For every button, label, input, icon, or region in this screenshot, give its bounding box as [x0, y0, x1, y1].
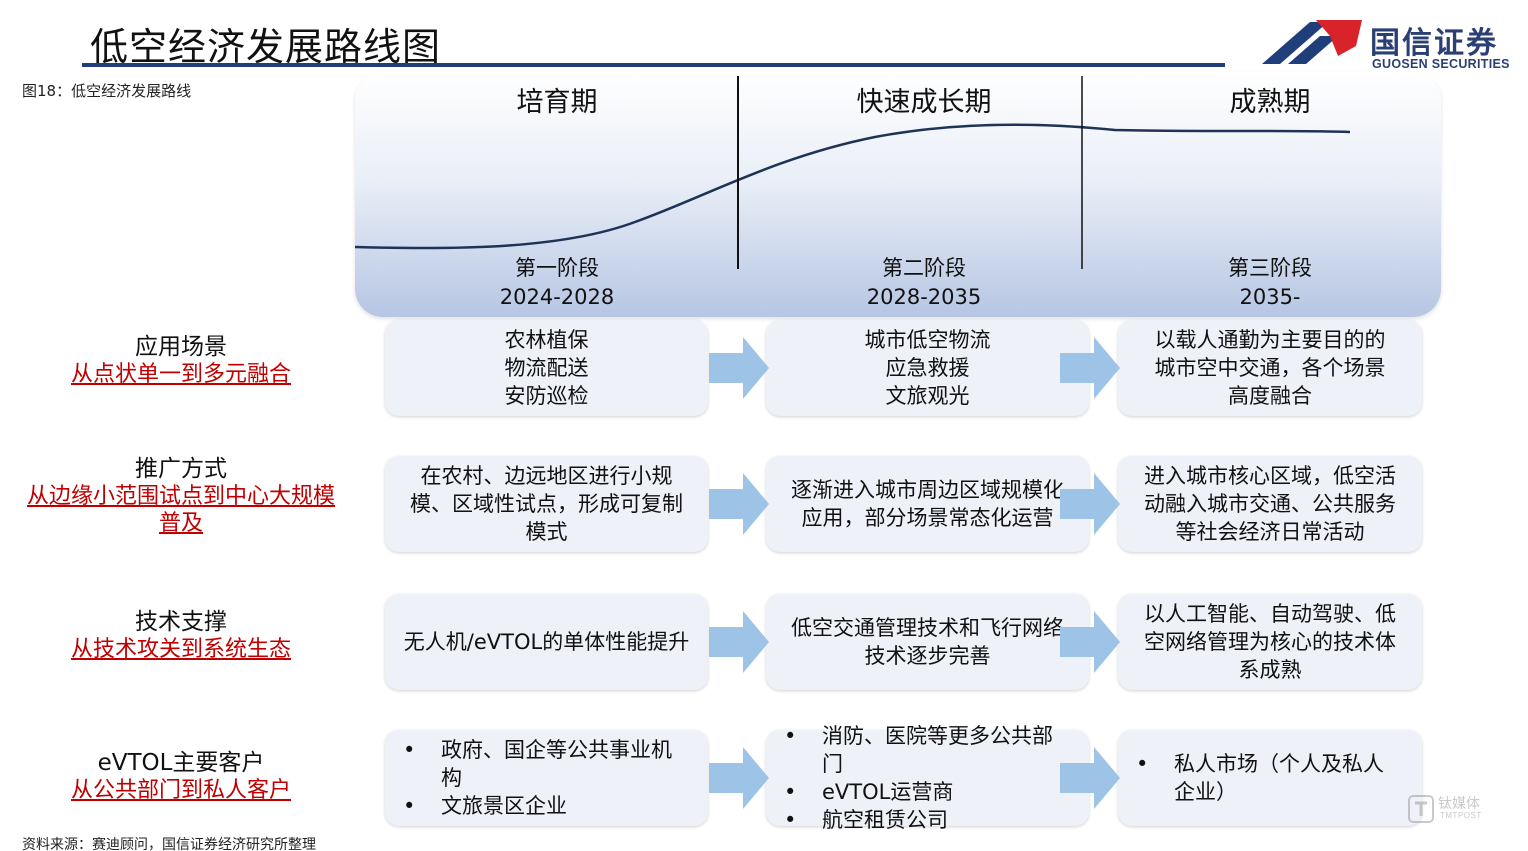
card-line: 以载人通勤为主要目的的: [1154, 328, 1386, 352]
card-promotion-phase-3: 进入城市核心区域，低空活动融入城市交通、公共服务等社会经济日常活动: [1118, 456, 1422, 552]
source-note: 资料来源：赛迪顾问，国信证券经济研究所整理: [22, 837, 316, 851]
page-title: 低空经济发展路线图: [90, 25, 442, 69]
bullet-item: eVTOL运营商: [784, 778, 1071, 806]
stage-label-2: 第二阶段 2028-2035: [754, 254, 1094, 312]
arrow-right-icon: [1060, 337, 1120, 399]
row-subtitle: 从技术攻关到系统生态: [70, 637, 291, 662]
row-label-application: 应用场景 从点状单一到多元融合: [20, 333, 342, 388]
row-label-promotion: 推广方式 从边缘小范围试点到中心大规模普及: [20, 455, 342, 537]
card-text: 进入城市核心区域，低空活动融入城市交通、公共服务等社会经济日常活动: [1144, 464, 1396, 544]
card-line: 城市空中交通，各个场景: [1154, 356, 1386, 380]
figure-label: 图18：低空经济发展路线: [22, 82, 192, 100]
arrow-right-icon: [709, 747, 769, 809]
arrow-right-icon: [1060, 747, 1120, 809]
timeline-panel: 培育期 快速成长期 成熟期 第一阶段 2024-2028 第二阶段 2028-2…: [355, 72, 1441, 317]
bullet-item: 文旅景区企业: [403, 792, 690, 820]
row-title: eVTOL主要客户: [97, 750, 265, 776]
stage-number: 第二阶段: [882, 256, 966, 280]
watermark-name-en: TMTPOST: [1440, 811, 1482, 820]
bullet-list: 政府、国企等公共事业机构 文旅景区企业: [403, 736, 690, 820]
card-line: 文旅观光: [885, 384, 970, 408]
logo-name-cn: 国信证券: [1370, 26, 1498, 61]
card-line: 应急救援: [885, 356, 970, 380]
phase-name-2: 快速成长期: [856, 87, 992, 118]
title-divider: [82, 63, 1225, 67]
card-promotion-phase-2: 逐渐进入城市周边区域规模化应用，部分场景常态化运营: [766, 456, 1089, 552]
guosen-logo-mark-icon: [1262, 20, 1362, 64]
card-customers-phase-3: 私人市场（个人及私人企业）: [1118, 730, 1422, 826]
stage-number: 第三阶段: [1228, 256, 1312, 280]
card-text: 低空交通管理技术和飞行网络技术逐步完善: [791, 616, 1064, 668]
row-label-technology: 技术支撑 从技术攻关到系统生态: [20, 608, 342, 663]
growth-curve: [355, 123, 1351, 250]
arrow-right-icon: [709, 337, 769, 399]
stage-label-1: 第一阶段 2024-2028: [387, 254, 727, 312]
bullet-item: 政府、国企等公共事业机构: [403, 736, 690, 792]
card-application-phase-1: 农林植保 物流配送 安防巡检: [385, 320, 708, 416]
card-text: 以人工智能、自动驾驶、低空网络管理为核心的技术体系成熟: [1144, 602, 1396, 682]
phase-name-1: 培育期: [516, 87, 598, 118]
row-title: 技术支撑: [135, 609, 227, 635]
arrow-right-icon: [709, 473, 769, 535]
stage-label-3: 第三阶段 2035-: [1100, 254, 1440, 312]
arrow-right-icon: [1060, 473, 1120, 535]
tmtpost-logo-icon: [1408, 795, 1434, 823]
bullet-item: 航空租赁公司: [784, 806, 1071, 834]
bullet-item: 消防、医院等更多公共部门: [784, 722, 1071, 778]
arrow-right-icon: [709, 611, 769, 673]
card-application-phase-2: 城市低空物流 应急救援 文旅观光: [766, 320, 1089, 416]
stage-years: 2024-2028: [499, 285, 615, 309]
stage-years: 2028-2035: [866, 285, 982, 309]
row-label-evtol-customers: eVTOL主要客户 从公共部门到私人客户: [20, 749, 342, 804]
card-customers-phase-1: 政府、国企等公共事业机构 文旅景区企业: [385, 730, 708, 826]
card-line: 安防巡检: [504, 384, 589, 408]
card-application-phase-3: 以载人通勤为主要目的的 城市空中交通，各个场景 高度融合: [1118, 320, 1422, 416]
tmtpost-watermark: 钛媒体 TMTPOST: [1408, 795, 1518, 825]
arrow-right-icon: [1060, 611, 1120, 673]
row-title: 应用场景: [135, 334, 227, 360]
card-text: 无人机/eVTOL的单体性能提升: [403, 630, 690, 654]
row-title: 推广方式: [135, 456, 227, 482]
card-line: 高度融合: [1228, 384, 1312, 408]
bullet-item: 私人市场（个人及私人企业）: [1136, 750, 1404, 806]
guosen-logo: 国信证券 GUOSEN SECURITIES: [1258, 12, 1518, 74]
card-technology-phase-2: 低空交通管理技术和飞行网络技术逐步完善: [766, 594, 1089, 690]
bullet-list: 消防、医院等更多公共部门 eVTOL运营商 航空租赁公司: [784, 722, 1071, 834]
card-text: 逐渐进入城市周边区域规模化应用，部分场景常态化运营: [791, 478, 1064, 530]
growth-curve-chart: [355, 76, 1351, 269]
card-technology-phase-1: 无人机/eVTOL的单体性能提升: [385, 594, 708, 690]
card-technology-phase-3: 以人工智能、自动驾驶、低空网络管理为核心的技术体系成熟: [1118, 594, 1422, 690]
row-subtitle: 从公共部门到私人客户: [70, 778, 291, 803]
card-line: 农林植保: [504, 328, 589, 352]
card-line: 物流配送: [504, 356, 589, 380]
card-text: 在农村、边远地区进行小规模、区域性试点，形成可复制模式: [410, 464, 683, 544]
logo-name-en: GUOSEN SECURITIES: [1372, 57, 1510, 71]
phase-name-3: 成熟期: [1229, 87, 1311, 118]
stage-years: 2035-: [1239, 285, 1301, 309]
card-line: 城市低空物流: [864, 328, 991, 352]
bullet-list: 私人市场（个人及私人企业）: [1136, 750, 1404, 806]
watermark-name-cn: 钛媒体: [1438, 796, 1480, 812]
stage-number: 第一阶段: [515, 256, 599, 280]
card-customers-phase-2: 消防、医院等更多公共部门 eVTOL运营商 航空租赁公司: [766, 722, 1089, 834]
card-promotion-phase-1: 在农村、边远地区进行小规模、区域性试点，形成可复制模式: [385, 456, 708, 552]
row-subtitle: 从点状单一到多元融合: [70, 362, 291, 387]
row-subtitle: 从边缘小范围试点到中心大规模普及: [26, 484, 335, 536]
